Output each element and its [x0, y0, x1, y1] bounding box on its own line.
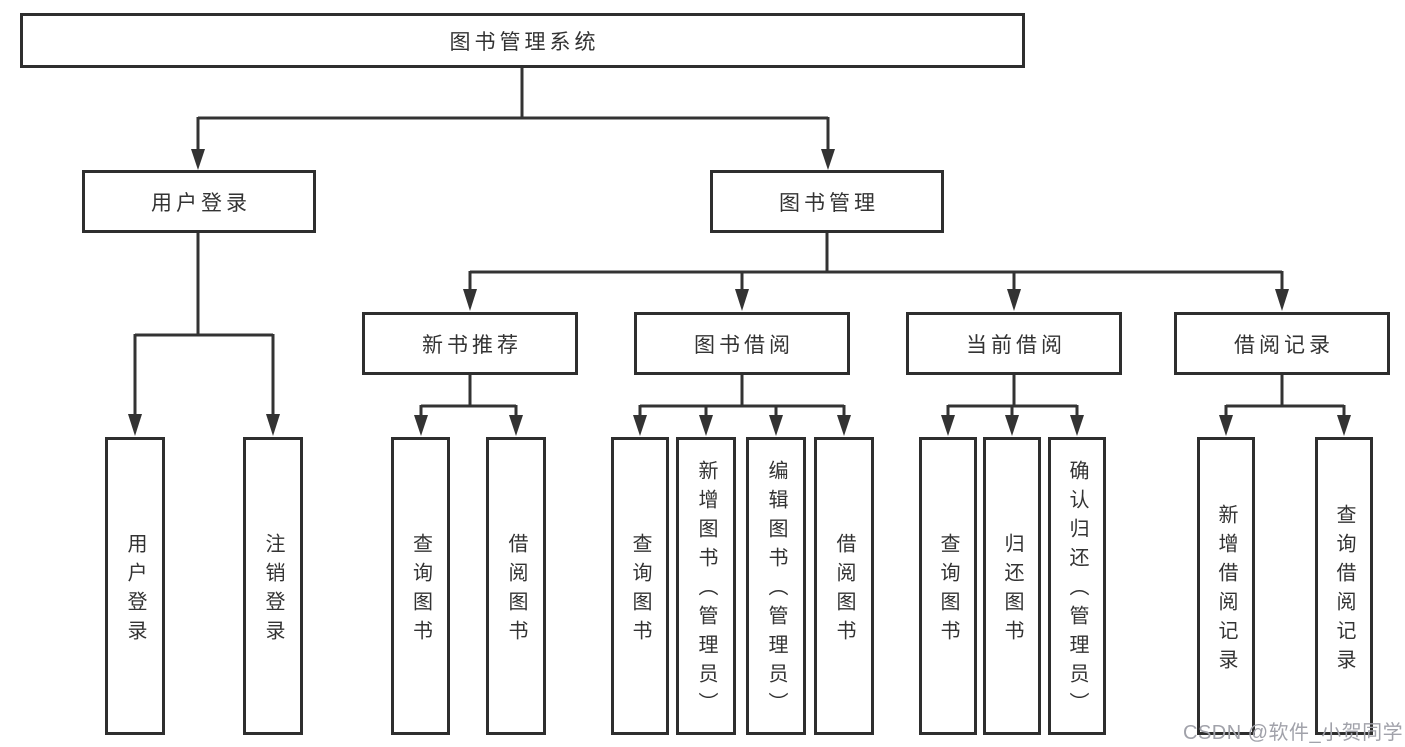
node-book-borrowing: 图书借阅	[634, 312, 850, 375]
node-borrowing-records: 借阅记录	[1174, 312, 1390, 375]
leaf-add-book-admin-label: 新增图书（管理员）	[695, 460, 717, 721]
leaf-edit-book-admin-label: 编辑图书（管理员）	[765, 460, 787, 721]
leaf-return-book-label: 归还图书	[1001, 532, 1023, 649]
watermark: CSDN @软件_小贺同学	[1183, 722, 1404, 744]
leaf-return-book: 归还图书	[983, 437, 1041, 735]
node-current-borrowing-label: 当前借阅	[966, 333, 1066, 357]
node-user-login-label: 用户登录	[151, 191, 251, 215]
node-new-book-recommend: 新书推荐	[362, 312, 578, 375]
leaf-user-login-label: 用户登录	[124, 532, 146, 649]
leaf-add-book-admin: 新增图书（管理员）	[676, 437, 736, 735]
node-current-borrowing: 当前借阅	[906, 312, 1122, 375]
leaf-add-borrow-record-label: 新增借阅记录	[1215, 503, 1237, 678]
node-user-login: 用户登录	[82, 170, 316, 233]
node-borrowing-records-label: 借阅记录	[1234, 333, 1334, 357]
node-new-book-recommend-label: 新书推荐	[422, 333, 522, 357]
node-library-system: 图书管理系统	[20, 13, 1025, 68]
leaf-user-login: 用户登录	[105, 437, 165, 735]
leaf-confirm-return-admin-label: 确认归还（管理员）	[1066, 460, 1088, 721]
node-book-management: 图书管理	[710, 170, 944, 233]
leaf-edit-book-admin: 编辑图书（管理员）	[746, 437, 806, 735]
leaf-borrow-books-recommend-label: 借阅图书	[505, 532, 527, 649]
leaf-borrow-books-borrowing-label: 借阅图书	[833, 532, 855, 649]
leaf-query-books-borrowing: 查询图书	[611, 437, 669, 735]
leaf-query-books-current-label: 查询图书	[937, 532, 959, 649]
node-book-borrowing-label: 图书借阅	[694, 333, 794, 357]
leaf-query-books-recommend: 查询图书	[391, 437, 450, 735]
leaf-borrow-books-borrowing: 借阅图书	[814, 437, 874, 735]
leaf-query-books-recommend-label: 查询图书	[409, 532, 432, 649]
leaf-query-borrow-record: 查询借阅记录	[1315, 437, 1373, 735]
leaf-logout: 注销登录	[243, 437, 303, 735]
leaf-query-books-current: 查询图书	[919, 437, 977, 735]
leaf-logout-label: 注销登录	[262, 532, 284, 649]
node-book-management-label: 图书管理	[779, 191, 879, 215]
leaf-query-borrow-record-label: 查询借阅记录	[1333, 503, 1355, 678]
node-library-system-label: 图书管理系统	[449, 30, 600, 54]
leaf-borrow-books-recommend: 借阅图书	[486, 437, 546, 735]
leaf-add-borrow-record: 新增借阅记录	[1197, 437, 1255, 735]
leaf-query-books-borrowing-label: 查询图书	[629, 532, 651, 649]
leaf-confirm-return-admin: 确认归还（管理员）	[1048, 437, 1106, 735]
